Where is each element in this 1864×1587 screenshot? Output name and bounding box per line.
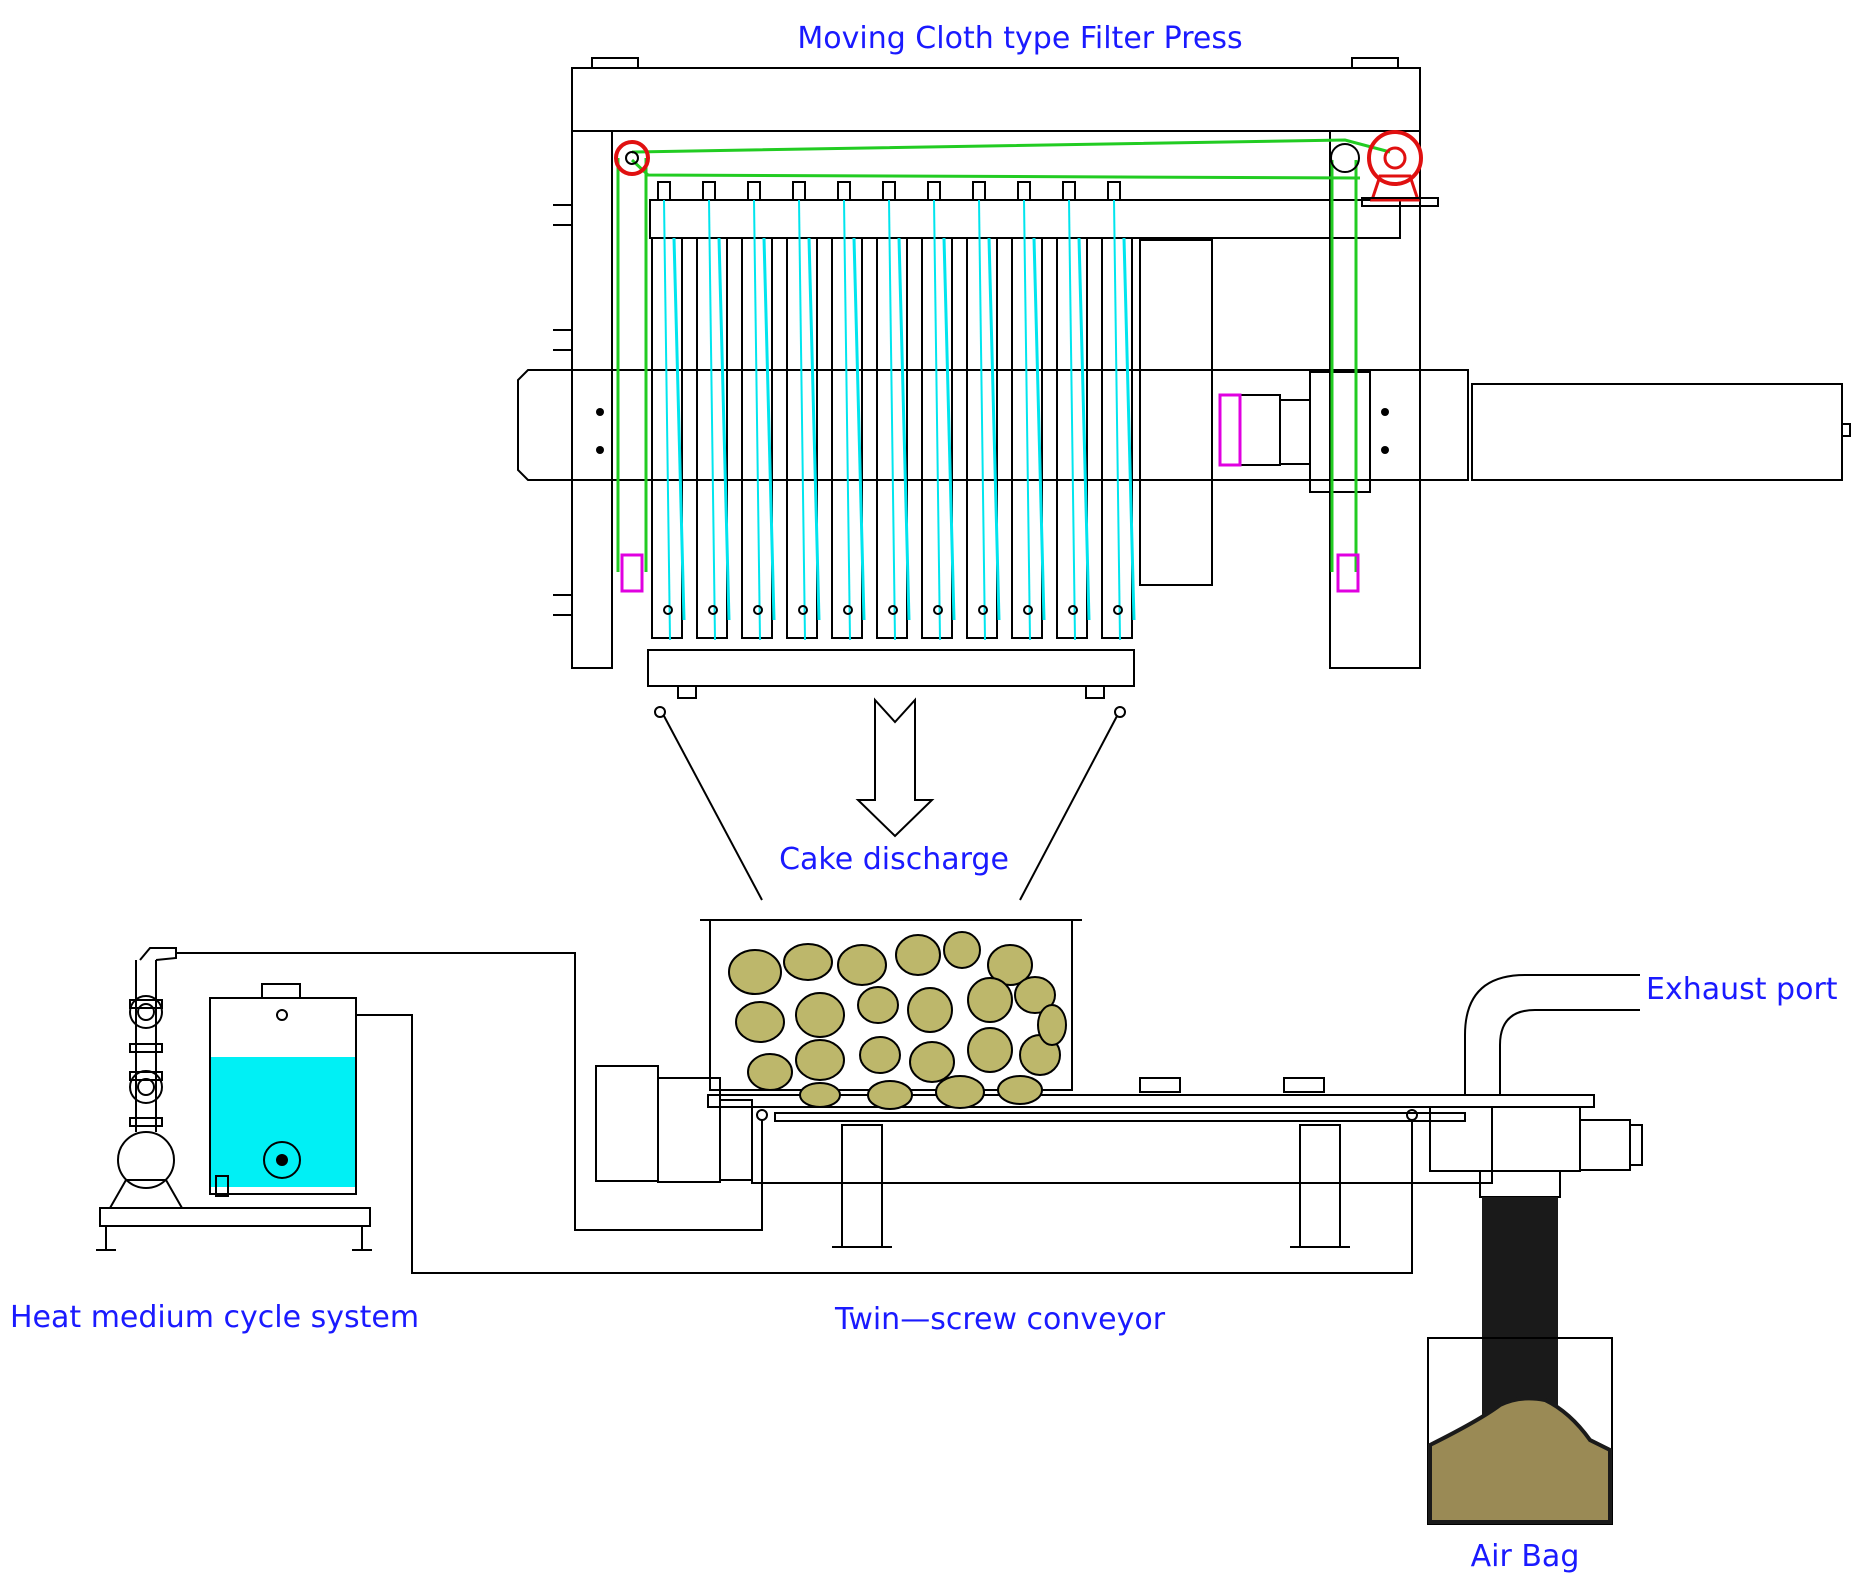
conveyor-label: Twin—screw conveyor (834, 1302, 1166, 1337)
tray-foot-left (677, 685, 697, 699)
conveyor-trough (751, 1106, 1493, 1184)
filter-plate (921, 181, 956, 641)
pump-icon (117, 1131, 175, 1189)
cake-lump (935, 1075, 985, 1109)
cake-lump (943, 931, 981, 969)
cake-lump (799, 1082, 841, 1108)
cake-lump (728, 949, 782, 995)
drive-pulleys (614, 130, 1439, 207)
filter-plates (651, 181, 1136, 641)
press-top-lug-right (1351, 57, 1399, 69)
filter-press-label: Moving Cloth type Filter Press (797, 21, 1242, 56)
cake-lump (735, 1001, 785, 1043)
cake-lump (907, 987, 953, 1033)
cake-lump (837, 944, 887, 986)
discharge-funnel (654, 697, 1126, 901)
filter-plate (966, 181, 1001, 641)
cake-lump (909, 1041, 955, 1083)
conveyor-top-plate (707, 1094, 1595, 1108)
press-top-lug-left (591, 57, 639, 69)
cake-discharge-label: Cake discharge (779, 842, 1009, 877)
tank-liquid (211, 1057, 355, 1187)
cylinder-head (1309, 371, 1371, 493)
conveyor-tail (1429, 1106, 1581, 1172)
cake-lump (859, 1036, 901, 1074)
conveyor-leg-left (841, 1124, 883, 1248)
cake-lump (783, 943, 833, 981)
skid-base (99, 1207, 371, 1227)
press-right-column (1329, 130, 1421, 669)
gear-motor-icon (1367, 130, 1423, 186)
bottom-tensioners (620, 393, 1360, 593)
cake-lump (967, 1027, 1013, 1073)
conveyor-bolts (756, 1109, 1418, 1121)
filter-plate (876, 181, 911, 641)
motor-icon (595, 1065, 659, 1182)
cake-lump (747, 1053, 793, 1091)
moving-head (1219, 394, 1281, 466)
cake-lump (967, 977, 1013, 1023)
filter-plate (831, 181, 866, 641)
filter-plate (696, 181, 731, 641)
filter-plate (786, 181, 821, 641)
cake-lump (987, 944, 1033, 986)
filter-cakes (728, 931, 1067, 1110)
press-top-frame (571, 67, 1421, 132)
hydraulic-cylinder (1471, 383, 1843, 481)
cake-lump (795, 1039, 845, 1081)
right-pulley (1330, 143, 1360, 173)
discharged-pile (1428, 1396, 1612, 1524)
frame-brackets (553, 204, 572, 616)
exhaust-pipe-inner (1499, 1009, 1640, 1095)
heat-medium-piping (176, 952, 1413, 1274)
filter-plate (1011, 181, 1046, 641)
heat-tank-contents (211, 1009, 355, 1197)
exhaust-pipe-outer (1464, 974, 1640, 1095)
filter-press (517, 57, 1851, 699)
press-end-plate (1139, 239, 1213, 586)
cake-lump (1014, 976, 1056, 1014)
cylinder-end-cap (1841, 423, 1851, 437)
cake-lump (867, 1080, 913, 1110)
air-bag-label: Air Bag (1471, 1539, 1580, 1574)
frame-bolts (596, 408, 1389, 454)
filter-plate (741, 181, 776, 641)
heat-system-label: Heat medium cycle system (10, 1300, 419, 1335)
drip-tray (647, 649, 1135, 687)
heat-medium-system (96, 947, 372, 1251)
exhaust-port-label: Exhaust port (1646, 972, 1838, 1007)
cake-lump (1037, 1004, 1067, 1046)
cake-lump (795, 992, 845, 1038)
air-bag (1427, 1337, 1613, 1525)
cake-lump (857, 986, 899, 1024)
conveyor-leg-right (1299, 1124, 1341, 1248)
press-left-column (571, 130, 613, 669)
tensioner-left (620, 553, 644, 593)
piston-rod (1279, 399, 1311, 465)
cloth-drive-belts (616, 138, 1391, 572)
cake-lump (997, 1075, 1043, 1105)
hydraulic-valve-icon (1218, 393, 1242, 467)
press-main-beam (517, 369, 1469, 481)
cake-lump (895, 934, 941, 976)
filter-plate (1101, 181, 1136, 641)
tensioner-right (1336, 553, 1360, 593)
left-pulley (614, 140, 650, 176)
down-arrow-icon (855, 697, 935, 838)
tray-foot-right (1085, 685, 1105, 699)
filter-plate (651, 181, 686, 641)
filter-plate (1056, 181, 1091, 641)
